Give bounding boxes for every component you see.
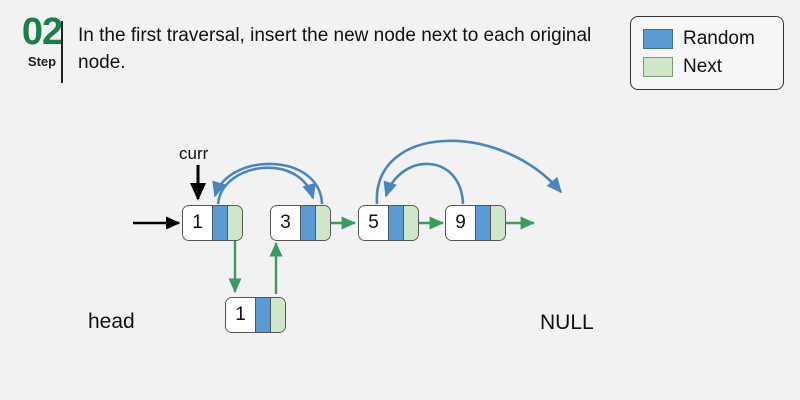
- node-value: 1: [183, 206, 213, 240]
- node-value: 5: [359, 206, 389, 240]
- legend-item-random: Random: [643, 26, 783, 52]
- list-node: 5: [358, 205, 419, 241]
- square-swatch-icon: [643, 29, 673, 49]
- legend-item-next: Next: [643, 54, 783, 80]
- node-random-cell: [389, 206, 404, 240]
- node-next-cell: [316, 206, 330, 240]
- inserted-copy-node: 1: [225, 297, 286, 333]
- diagram-connectors: [133, 139, 563, 294]
- step-number: 02: [21, 11, 63, 53]
- random-arc-5-to-null: [375, 139, 563, 205]
- linked-list-diagram: head NULL curr 1 3 5 9 1: [0, 104, 800, 400]
- legend-label-random: Random: [683, 28, 755, 49]
- head-label: head: [88, 310, 135, 333]
- node-random-cell: [301, 206, 316, 240]
- instruction-text: In the first traversal, insert the new n…: [78, 25, 592, 73]
- legend-panel: Random Next: [630, 16, 784, 90]
- node-random-cell: [476, 206, 491, 240]
- square-swatch-icon: [643, 57, 673, 77]
- random-arc-9-to-5: [383, 162, 465, 205]
- step-badge: 02 Step: [6, 12, 78, 71]
- node-next-cell: [491, 206, 505, 240]
- curr-label: curr: [179, 144, 209, 163]
- list-node: 3: [270, 205, 331, 241]
- header: 02 Step In the first traversal, insert t…: [0, 0, 800, 104]
- header-divider: [61, 21, 63, 83]
- null-label: NULL: [540, 311, 594, 334]
- node-next-cell: [271, 298, 285, 332]
- node-value: 1: [226, 298, 256, 332]
- list-node: 9: [445, 205, 506, 241]
- node-value: 3: [271, 206, 301, 240]
- random-arc-3-to-1: [212, 162, 324, 205]
- node-next-cell: [228, 206, 242, 240]
- node-random-cell: [256, 298, 271, 332]
- legend-label-next: Next: [683, 56, 723, 77]
- node-value: 9: [446, 206, 476, 240]
- node-random-cell: [213, 206, 228, 240]
- step-caption-label: Step: [27, 54, 57, 69]
- node-next-cell: [404, 206, 418, 240]
- list-node: 1: [182, 205, 243, 241]
